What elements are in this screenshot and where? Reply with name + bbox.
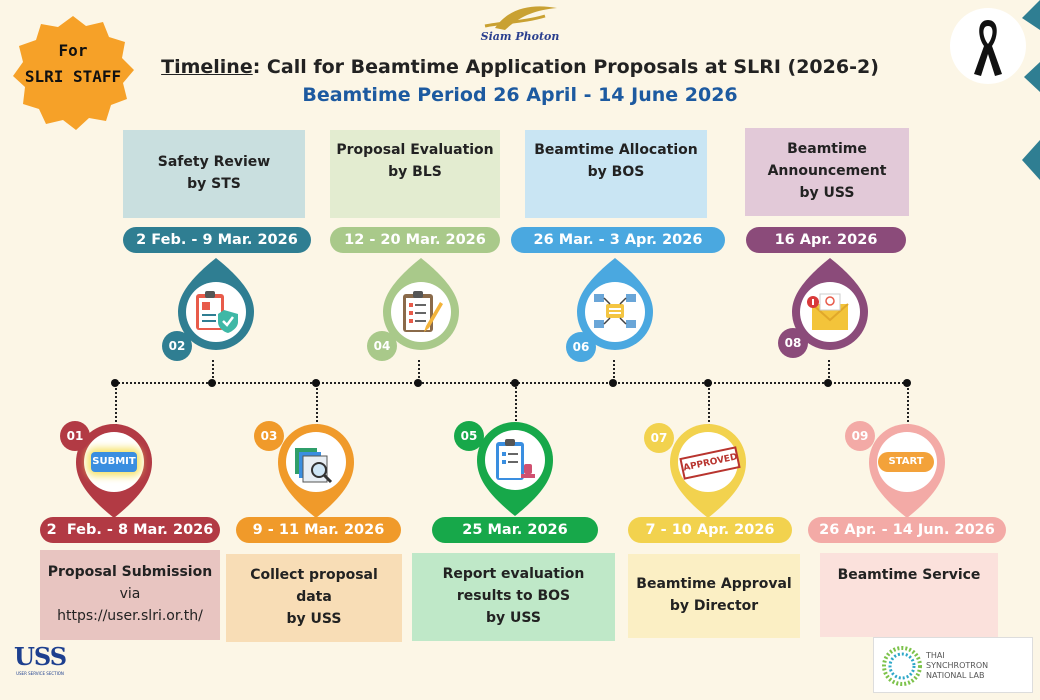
timeline-dot	[414, 379, 422, 387]
uss-logo: USS USER SERVICE SECTION	[8, 642, 72, 694]
allocation-flow-icon	[594, 294, 636, 328]
step-07-date: 7 - 10 Apr. 2026	[628, 517, 792, 543]
step-07-number: 07	[644, 423, 674, 453]
step-01-number: 01	[60, 421, 90, 451]
folder-search-icon	[295, 448, 333, 484]
timeline-dot	[511, 379, 519, 387]
timeline-dot	[208, 379, 216, 387]
thai-line2: SYNCHROTRON	[926, 661, 989, 670]
safety-clipboard-icon	[196, 291, 238, 333]
step-07-pin	[670, 424, 746, 518]
staff-badge	[13, 16, 134, 130]
title-underlined: Timeline	[161, 56, 253, 78]
siam-photon-logo: Siam Photon	[470, 2, 570, 50]
badge-line2: SLRI STAFF	[24, 67, 122, 86]
page-title: Timeline: Call for Beamtime Application …	[0, 56, 1040, 78]
thai-synchrotron-logo: THAI SYNCHROTRON NATIONAL LAB	[873, 637, 1033, 693]
uss-logo-subtext: USER SERVICE SECTION	[16, 671, 64, 676]
step-02-number: 02	[162, 331, 192, 361]
step-08-number: 08	[778, 328, 808, 358]
step-02-date: 2 Feb. - 9 Mar. 2026	[123, 227, 311, 253]
step-04-number: 04	[367, 331, 397, 361]
step-04-date: 12 - 20 Mar. 2026	[330, 227, 500, 253]
logo-text: Siam Photon	[480, 30, 560, 43]
step-03-date: 9 - 11 Mar. 2026	[236, 517, 401, 543]
timeline-dot	[824, 379, 832, 387]
timeline-dot	[704, 379, 712, 387]
start-button-icon: START	[878, 452, 934, 472]
step-05-number: 05	[454, 421, 484, 451]
mail-notification-icon	[807, 293, 849, 330]
synchrotron-ring-icon	[882, 646, 922, 686]
uss-logo-text: USS	[13, 642, 67, 671]
timeline-dot	[609, 379, 617, 387]
step-05-date: 25 Mar. 2026	[432, 517, 598, 543]
page-subtitle: Beamtime Period 26 April - 14 June 2026	[302, 84, 738, 106]
step-06-date: 26 Mar. - 3 Apr. 2026	[511, 227, 725, 253]
step-03-number: 03	[254, 421, 284, 451]
mourning-ribbon-icon	[974, 20, 1002, 76]
step-09-number: 09	[845, 421, 875, 451]
report-clipboard-icon	[496, 439, 535, 480]
title-rest: : Call for Beamtime Application Proposal…	[252, 56, 879, 78]
timeline-dot	[312, 379, 320, 387]
step-08-date: 16 Apr. 2026	[746, 227, 906, 253]
badge-line1: For	[58, 41, 88, 60]
step-01-date: 2 Feb. - 8 Mar. 2026	[40, 517, 220, 543]
step-01-label: Proposal Submission via https://user.slr…	[40, 550, 220, 640]
step-09-label: Beamtime Service	[820, 553, 998, 637]
thai-line3: NATIONAL LAB	[926, 671, 985, 680]
submit-button-icon: SUBMIT	[91, 452, 137, 472]
step-06-number: 06	[566, 332, 596, 362]
evaluation-clipboard-icon	[403, 291, 443, 332]
corner-decoration	[1022, 0, 1040, 180]
siam-photon-swirl-icon	[484, 6, 557, 30]
timeline-dot	[111, 379, 119, 387]
ribbon-circle	[950, 8, 1026, 84]
timeline-dot	[903, 379, 911, 387]
thai-line1: THAI	[926, 651, 945, 660]
step-09-date: 26 Apr. - 14 Jun. 2026	[808, 517, 1006, 543]
